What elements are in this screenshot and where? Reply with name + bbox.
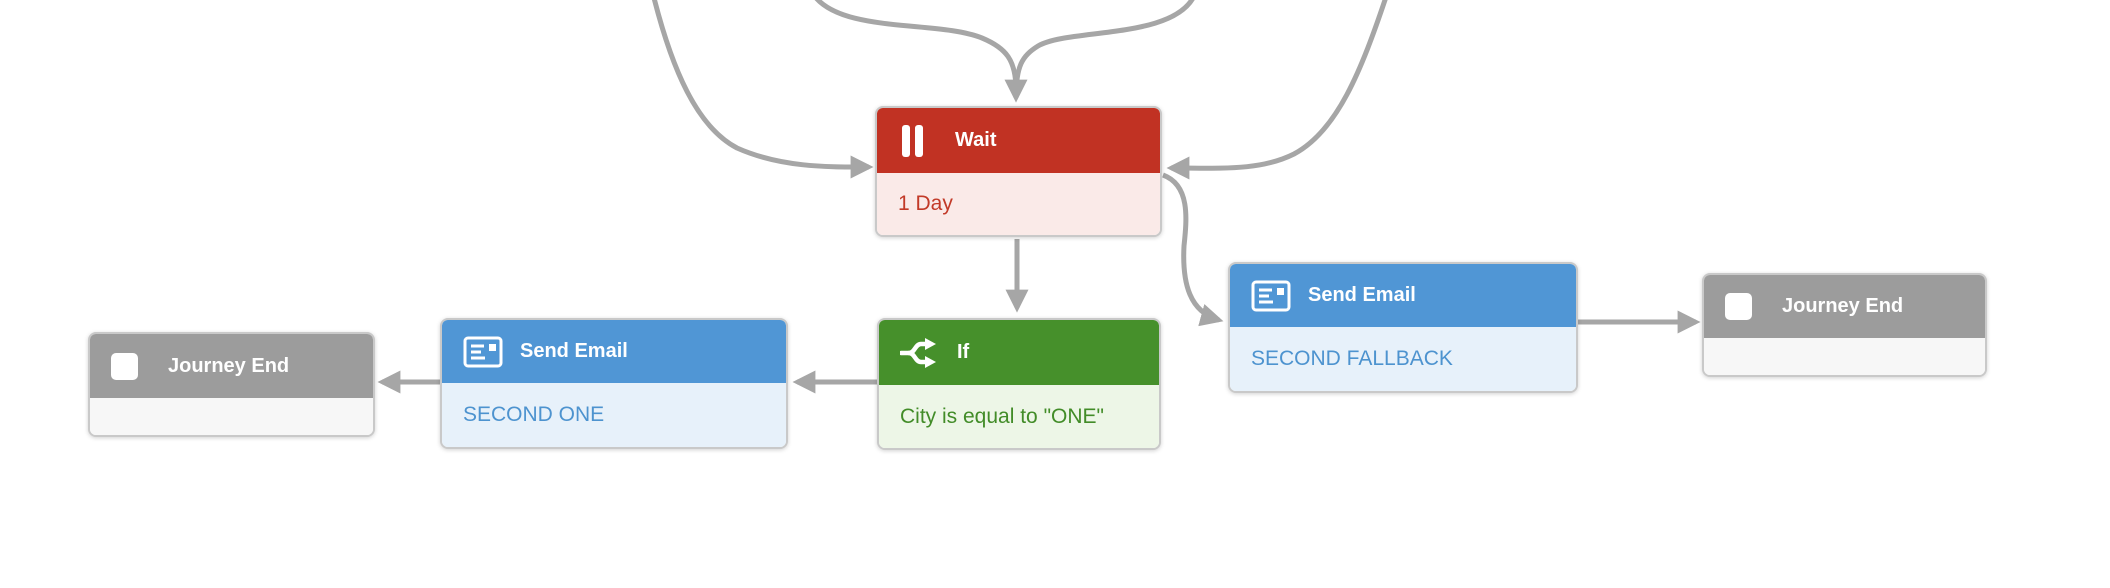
stop-icon (1725, 293, 1765, 320)
node-send-email-second-one[interactable]: Send Email SECOND ONE (440, 318, 788, 449)
edge-wait-to-send-email-fallback (1161, 172, 1224, 327)
edge-top-left-to-wait (651, 0, 874, 179)
node-if-header: If (879, 320, 1159, 385)
node-journey-end-right[interactable]: Journey End (1702, 273, 1987, 377)
node-send-email-second-fallback-detail: SECOND FALLBACK (1230, 327, 1576, 391)
edge-top-midleft-to-wait (814, 0, 1019, 91)
node-if-detail: City is equal to "ONE" (879, 385, 1159, 448)
node-journey-end-left-header: Journey End (90, 334, 373, 398)
node-journey-end-left-detail (90, 398, 373, 435)
email-icon (463, 336, 503, 368)
branch-split-icon (900, 336, 940, 370)
node-journey-end-left-title: Journey End (168, 354, 290, 377)
node-journey-end-right-header: Journey End (1704, 275, 1985, 338)
node-if[interactable]: If City is equal to "ONE" (877, 318, 1161, 450)
node-send-email-second-one-header: Send Email (442, 320, 786, 383)
node-journey-end-left[interactable]: Journey End (88, 332, 375, 437)
pause-icon (898, 124, 938, 158)
edge-top-right-to-wait (1166, 0, 1388, 180)
edge-top-midright-to-wait (1004, 0, 1195, 103)
node-wait[interactable]: Wait 1 Day (875, 106, 1162, 237)
node-send-email-second-fallback[interactable]: Send Email SECOND FALLBACK (1228, 262, 1578, 393)
node-wait-detail: 1 Day (877, 173, 1160, 235)
email-icon (1251, 280, 1291, 312)
node-wait-header: Wait (877, 108, 1160, 173)
node-send-email-second-fallback-title: Send Email (1308, 284, 1416, 306)
stop-icon (111, 352, 151, 380)
node-send-email-second-fallback-header: Send Email (1230, 264, 1576, 327)
node-if-title: If (957, 341, 970, 363)
node-wait-title: Wait (955, 129, 997, 151)
node-journey-end-right-title: Journey End (1782, 295, 1904, 317)
node-journey-end-right-detail (1704, 338, 1985, 375)
node-send-email-second-one-title: Send Email (520, 340, 628, 362)
node-send-email-second-one-detail: SECOND ONE (442, 383, 786, 447)
